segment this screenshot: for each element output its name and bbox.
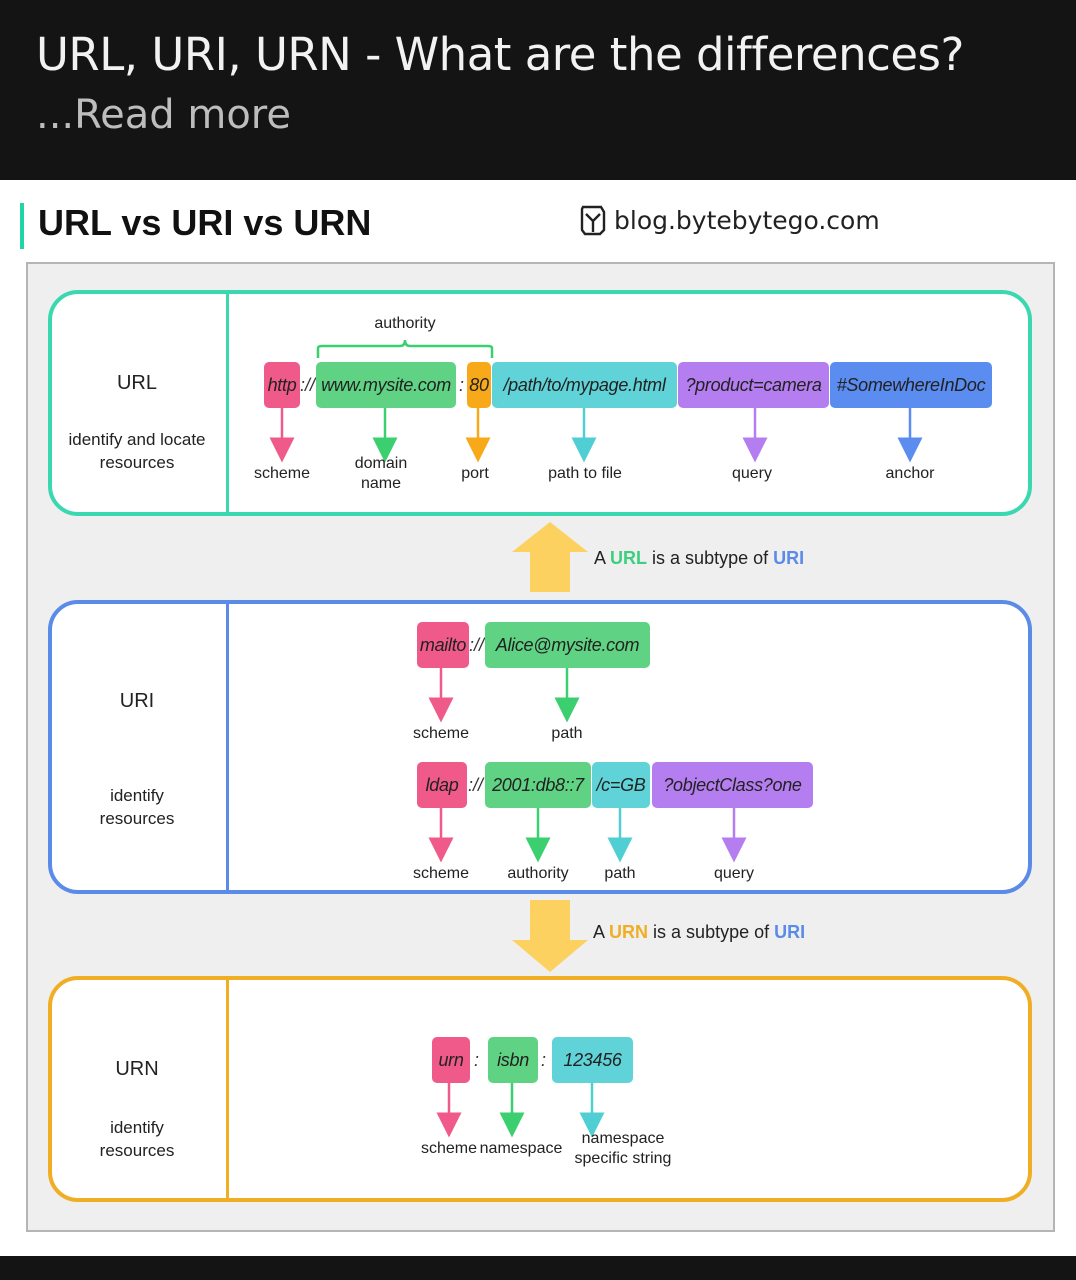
url-port-caption: port — [461, 465, 489, 482]
uri-description: identify resources — [99, 786, 175, 828]
header-accent-bar — [20, 203, 24, 249]
infographic-title: URL vs URI vs URN — [38, 202, 372, 243]
mailto-scheme-caption: scheme — [412, 725, 470, 742]
urn-subtype-arrow-down — [512, 900, 588, 972]
urn-scheme-token: urn — [432, 1037, 470, 1083]
ldap-scheme-caption: scheme — [412, 865, 470, 882]
urn-namespace-caption: namespace — [479, 1140, 563, 1157]
urn-nss-token: 123456 — [552, 1037, 633, 1083]
url-anchor-caption: anchor — [885, 465, 935, 482]
url-subtype-text: A URL is a subtype of URI — [594, 548, 805, 568]
url-anchor-token: #SomewhereInDoc — [830, 362, 992, 408]
urn-section: URN identify resources — [48, 976, 1032, 1202]
urn-description: identify resources — [99, 1118, 175, 1160]
ldap-authority-caption: authority — [507, 865, 569, 882]
url-path-caption: path to file — [548, 465, 622, 482]
url-sep-2: : — [459, 374, 465, 395]
authority-bracket — [316, 339, 494, 358]
post-header: URL, URI, URN - What are the differences… — [0, 0, 1076, 180]
ldap-authority-token: 2001:db8::7 — [485, 762, 591, 808]
url-divider — [226, 294, 229, 512]
urn-name: URN — [115, 1058, 159, 1080]
ldap-sep: :// — [468, 774, 484, 795]
url-subtype-arrow-up — [512, 522, 588, 592]
ldap-path-token: /c=GB — [592, 762, 650, 808]
bottom-bar — [0, 1256, 1076, 1280]
bytebytego-logo-icon — [580, 205, 606, 236]
urn-subtype-text: A URN is a subtype of URI — [593, 922, 806, 942]
urn-sep-1: : — [474, 1049, 480, 1070]
url-description: identify and locate resources — [68, 430, 206, 472]
urn-namespace-token: isbn — [488, 1037, 538, 1083]
urn-nss-caption: namespace specific string — [574, 1130, 672, 1167]
mailto-scheme-token: mailto — [417, 622, 469, 668]
ldap-query-caption: query — [713, 865, 755, 882]
mailto-path-token: Alice@mysite.com — [485, 622, 650, 668]
ldap-path-caption: path — [604, 865, 636, 882]
url-domain-token: www.mysite.com — [316, 362, 456, 408]
brand-url: blog.bytebytego.com — [614, 205, 880, 235]
url-query-caption: query — [731, 465, 773, 482]
uri-divider — [226, 604, 229, 890]
url-query-token: ?product=camera — [678, 362, 829, 408]
url-scheme-caption: scheme — [253, 465, 311, 482]
read-more-link[interactable]: ...Read more — [36, 92, 291, 138]
mailto-path-caption: path — [551, 725, 583, 742]
urn-scheme-caption: scheme — [420, 1140, 478, 1157]
url-name: URL — [116, 372, 157, 394]
brand: blog.bytebytego.com — [580, 204, 880, 236]
url-authority-label: authority — [374, 315, 436, 332]
ldap-scheme-token: ldap — [417, 762, 467, 808]
url-path-token: /path/to/mypage.html — [492, 362, 677, 408]
urn-sep-2: : — [541, 1049, 547, 1070]
uri-name: URI — [119, 690, 155, 712]
urn-divider — [226, 980, 229, 1198]
url-sep-1: :// — [300, 374, 316, 395]
url-domain-caption: domain name — [354, 455, 408, 492]
url-port-token: 80 — [467, 362, 491, 408]
mailto-sep: :// — [469, 634, 485, 655]
ldap-query-token: ?objectClass?one — [652, 762, 813, 808]
url-scheme-token: http — [264, 362, 300, 408]
post-title: URL, URI, URN - What are the differences… — [36, 28, 964, 81]
